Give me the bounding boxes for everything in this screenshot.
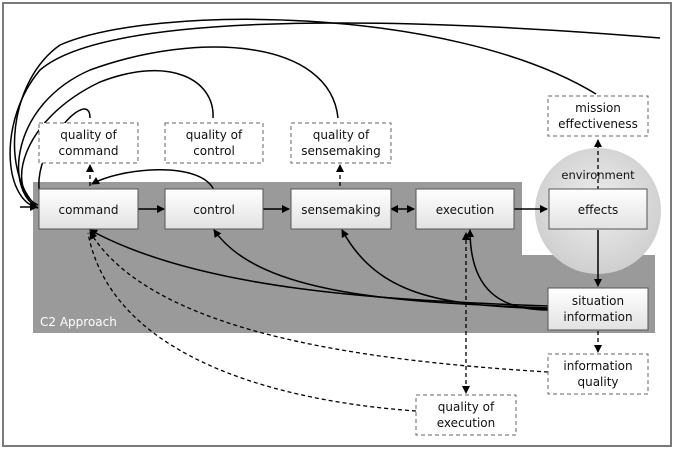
- mission-effectiveness-line1: mission: [575, 101, 621, 115]
- arrow-situation-sensemaking: [341, 229, 549, 310]
- quality-of-sensemaking-line2: sensemaking: [301, 144, 380, 158]
- mission-effectiveness-line2: effectiveness: [558, 117, 638, 131]
- execution-label: execution: [436, 203, 494, 217]
- c2-approach-label: C2 Approach: [40, 315, 117, 329]
- effects-label: effects: [578, 203, 619, 217]
- mission-effectiveness-box: mission effectiveness: [547, 95, 649, 137]
- effects-box: effects: [548, 188, 648, 230]
- loop-outer-top: [9, 22, 661, 209]
- information-label: information: [563, 310, 632, 324]
- command-box: command: [38, 188, 139, 230]
- loop-mission-effectiveness: [13, 18, 597, 207]
- dashed-execquality-command: [87, 232, 417, 412]
- quality-of-control-line1: quality of: [186, 128, 243, 142]
- loop-quality-sensemaking: [17, 46, 339, 208]
- arrow-situation-execution: [466, 229, 549, 311]
- control-box: control: [164, 188, 264, 230]
- information-quality-line2: quality: [577, 375, 618, 389]
- sensemaking-box: sensemaking: [290, 188, 392, 230]
- command-label: command: [59, 203, 119, 217]
- situation-label: situation: [572, 294, 624, 308]
- arrow-situation-command: [89, 229, 549, 307]
- control-label: control: [193, 203, 235, 217]
- quality-of-control-box: quality of control: [164, 122, 264, 164]
- quality-of-execution-line2: execution: [437, 416, 495, 430]
- quality-of-control-line2: control: [193, 144, 235, 158]
- sensemaking-label: sensemaking: [301, 203, 380, 217]
- arrow-control-command-loop: [91, 169, 215, 191]
- situation-information-box: situation information: [547, 287, 649, 331]
- dashed-infoquality-command: [89, 231, 549, 373]
- execution-box: execution: [415, 188, 515, 230]
- quality-of-execution-box: quality of execution: [415, 394, 517, 436]
- quality-of-command-line1: quality of: [60, 128, 117, 142]
- quality-of-execution-line1: quality of: [438, 400, 495, 414]
- quality-of-command-box: quality of command: [38, 122, 139, 164]
- information-quality-line1: information: [563, 359, 632, 373]
- quality-of-command-line2: command: [59, 144, 119, 158]
- quality-of-sensemaking-box: quality of sensemaking: [290, 122, 392, 164]
- information-quality-box: information quality: [547, 353, 649, 395]
- quality-of-sensemaking-line1: quality of: [313, 128, 370, 142]
- loop-quality-control: [20, 69, 214, 206]
